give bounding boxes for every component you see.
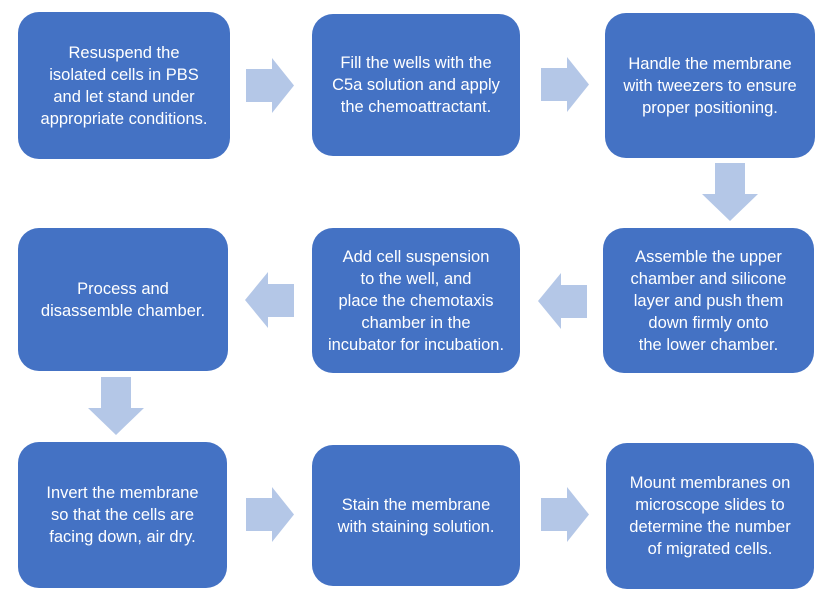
- step-label-2: Fill the wells with the C5a solution and…: [332, 54, 500, 116]
- step-box-4: Assemble the upper chamber and silicone …: [603, 228, 814, 373]
- step-box-5: Add cell suspension to the well, and pla…: [312, 228, 520, 373]
- step-box-9: Mount membranes on microscope slides to …: [606, 443, 814, 589]
- arrow-left-icon: [538, 273, 587, 329]
- step-label-1: Resuspend the isolated cells in PBS and …: [40, 43, 208, 128]
- arrow-right-icon: [246, 58, 294, 113]
- step-label-8: Stain the membrane with staining solutio…: [337, 495, 495, 536]
- step-box-2: Fill the wells with the C5a solution and…: [312, 14, 520, 156]
- arrow-right-icon: [541, 487, 589, 542]
- step-label-5: Add cell suspension to the well, and pla…: [327, 247, 505, 354]
- step-label-3: Handle the membrane with tweezers to ens…: [623, 54, 797, 117]
- arrow-down-icon: [702, 163, 758, 221]
- step-box-7: Invert the membrane so that the cells ar…: [18, 442, 227, 588]
- step-box-8: Stain the membrane with staining solutio…: [312, 445, 520, 586]
- arrow-left-icon: [245, 272, 294, 328]
- arrow-right-icon: [246, 487, 294, 542]
- step-box-1: Resuspend the isolated cells in PBS and …: [18, 12, 230, 159]
- step-label-9: Mount membranes on microscope slides to …: [629, 474, 791, 558]
- step-label-4: Assemble the upper chamber and silicone …: [630, 247, 787, 354]
- step-label-6: Process and disassemble chamber.: [40, 279, 206, 320]
- step-box-3: Handle the membrane with tweezers to ens…: [605, 13, 815, 158]
- step-label-7: Invert the membrane so that the cells ar…: [46, 484, 199, 546]
- step-box-6: Process and disassemble chamber.: [18, 228, 228, 371]
- arrow-down-icon: [88, 377, 144, 435]
- arrow-right-icon: [541, 57, 589, 112]
